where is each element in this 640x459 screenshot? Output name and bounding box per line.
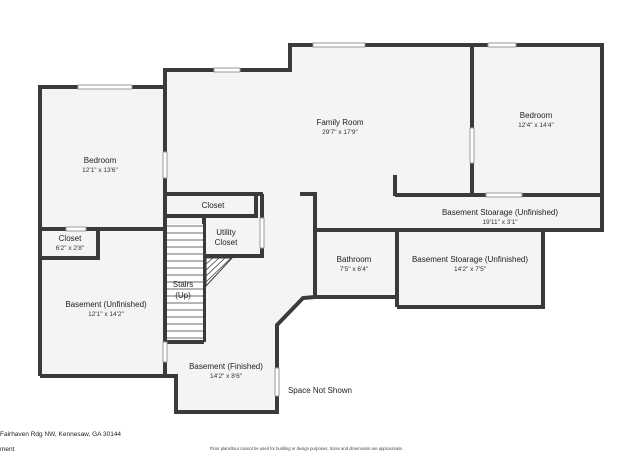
window [77,84,133,90]
stairs-treads [167,224,234,340]
window [162,151,168,179]
closet-center-name: Closet [202,201,225,210]
bathroom-name: Bathroom [337,255,372,264]
storage-upper-dims: 19'11" x 3'1" [482,219,518,226]
window [487,42,517,48]
bedroom-left-dims: 12'1" x 13'6" [82,167,118,174]
bedroom-left-name: Bedroom [84,156,117,165]
address-text: Fairhaven Rdg NW, Kennesaw, GA 30144 [0,431,122,438]
window [259,217,265,249]
storage-lower-dims: 14'2" x 7'5" [454,266,487,273]
stairs-name-2: (Up) [175,291,191,300]
window [469,127,475,164]
family-room-dims: 29'7" x 17'9" [322,129,358,136]
family-room-name: Family Room [316,118,363,127]
window [162,341,168,363]
space-not-shown-label: Space Not Shown [288,386,352,395]
bedroom-right-dims: 12'4" x 14'4" [518,122,554,129]
stairs-name-1: Stairs [173,280,193,289]
bedroom-right-name: Bedroom [520,111,553,120]
closet-left-dims: 6'2" x 2'8" [56,245,85,252]
basement-unfinished-dims: 12'1" x 14'2" [88,311,124,318]
window [312,42,366,48]
storage-upper-name: Basement Stoarage (Unfinished) [442,208,558,217]
floor-label: ment [0,446,15,453]
utility-closet-name-2: Closet [215,238,238,247]
disclaimer-text: Floor plans/tour cannot be used for buil… [210,446,403,451]
room-labels: Family Room 29'7" x 17'9" Bedroom 12'4" … [56,111,559,395]
window [65,226,87,232]
basement-finished-dims: 14'2" x 8'6" [210,373,243,380]
utility-closet-name-1: Utility [216,228,236,237]
window [485,192,523,198]
window [274,367,280,397]
basement-finished-name: Basement (Finished) [189,362,263,371]
window [213,67,241,73]
closet-left-name: Closet [59,234,82,243]
storage-lower-name: Basement Stoarage (Unfinished) [412,255,528,264]
basement-unfinished-name: Basement (Unfinished) [65,300,147,309]
windows [65,42,523,397]
bathroom-dims: 7'5" x 6'4" [340,266,369,273]
